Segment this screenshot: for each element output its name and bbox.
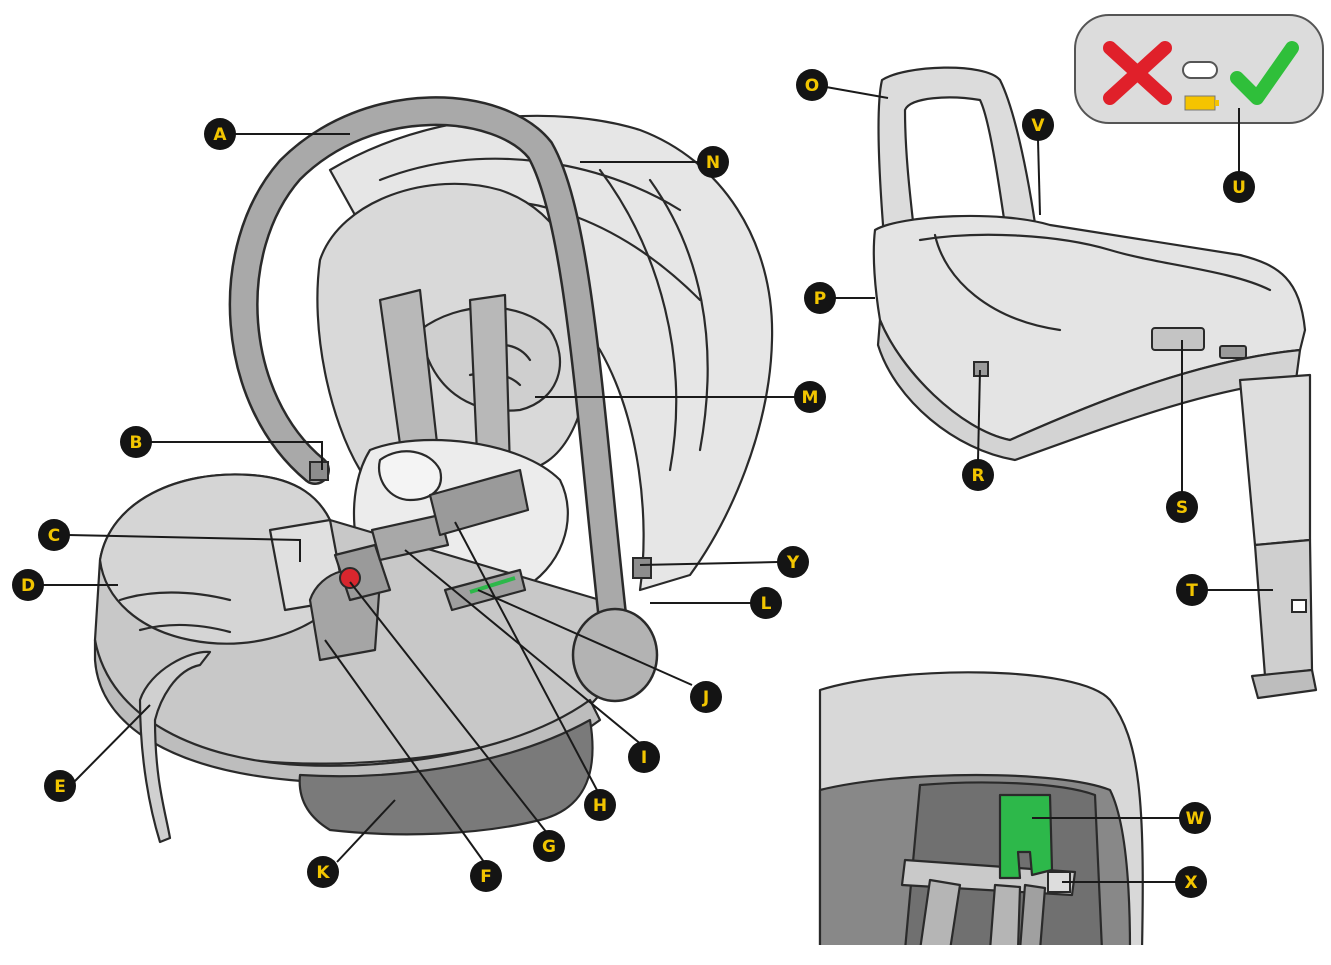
callout-e-label: E: [54, 777, 66, 797]
callout-v-label: V: [1031, 116, 1045, 136]
shell-base: [298, 718, 594, 836]
cross-icon: [1103, 41, 1172, 105]
callout-i: I: [628, 741, 660, 773]
carry-handle-fill: [231, 98, 628, 653]
callout-c-label: C: [48, 526, 60, 546]
callout-j: J: [690, 681, 722, 713]
callout-u-label: U: [1232, 178, 1246, 198]
infant-carrier: [93, 96, 774, 844]
isofix-base: [872, 14, 1324, 700]
check-icon: [1230, 41, 1299, 105]
callout-d-label: D: [21, 576, 35, 596]
buckle-release-button: [339, 567, 361, 589]
green-lock-tab: [998, 793, 1054, 880]
callout-h: H: [584, 789, 616, 821]
handle-pivot: [571, 607, 659, 703]
callout-g: G: [533, 830, 565, 862]
callout-r-label: R: [971, 466, 984, 486]
callout-m-label: M: [802, 388, 819, 408]
neutral-indicator-icon: [1182, 61, 1218, 79]
callout-k: K: [307, 856, 339, 888]
callout-s: S: [1166, 491, 1198, 523]
callout-r: R: [962, 459, 994, 491]
callout-f: F: [470, 860, 502, 892]
callout-l: L: [750, 587, 782, 619]
callout-g-label: G: [542, 837, 556, 857]
battery-icon: [1184, 95, 1216, 111]
callout-w-label: W: [1186, 809, 1205, 829]
callout-p: P: [804, 282, 836, 314]
callout-a: A: [204, 118, 236, 150]
belt-guide-strap: [138, 650, 212, 844]
callout-k-label: K: [316, 863, 330, 883]
callout-b: B: [120, 426, 152, 458]
leader-lines: [42, 86, 1273, 883]
callout-w: W: [1179, 802, 1211, 834]
callout-y: Y: [777, 546, 809, 578]
callout-p-label: P: [814, 289, 826, 309]
callout-n-label: N: [706, 153, 720, 173]
callout-y-label: Y: [786, 553, 800, 573]
callout-h-label: H: [593, 796, 607, 816]
callout-m: M: [794, 381, 826, 413]
callout-n: N: [697, 146, 729, 178]
callout-i-label: I: [641, 748, 647, 768]
callout-b-label: B: [130, 433, 143, 453]
callouts: A B C D E F G H I J K L: [12, 69, 1255, 898]
callout-t-label: T: [1186, 581, 1198, 601]
callout-a-label: A: [213, 125, 227, 145]
callout-o-label: O: [805, 76, 819, 96]
callout-e: E: [44, 770, 76, 802]
callout-c: C: [38, 519, 70, 551]
callout-f-label: F: [480, 867, 492, 887]
callout-x: X: [1175, 866, 1207, 898]
support-leg: [1238, 373, 1312, 547]
callout-u: U: [1223, 171, 1255, 203]
callout-j-label: J: [702, 688, 709, 708]
callout-t: T: [1176, 574, 1208, 606]
callout-s-label: S: [1176, 498, 1188, 518]
callout-d: D: [12, 569, 44, 601]
callout-x-label: X: [1184, 873, 1197, 893]
callout-o: O: [796, 69, 828, 101]
callout-v: V: [1022, 109, 1054, 141]
callout-l-label: L: [761, 594, 772, 614]
